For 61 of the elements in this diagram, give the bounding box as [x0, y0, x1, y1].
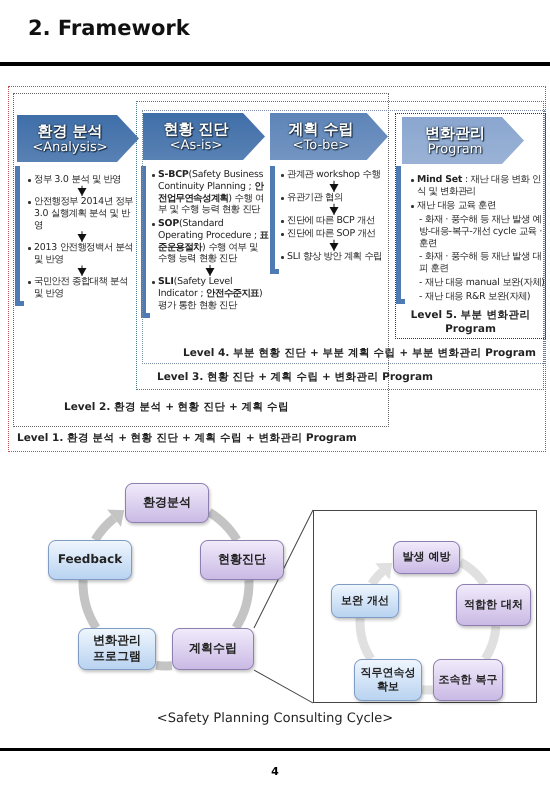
bullet-item: 재난 대응 교육 훈련 — [410, 200, 546, 212]
bullet-item: S-BCP(Safety Business Continuity Planning ; 안전업무연속성계획) 수행 여부 및 수행 능력 현황 진단 — [151, 169, 269, 216]
level-label: Level 1. 환경 분석 + 현황 진단 + 계획 수립 + 변화관리 Program — [17, 431, 357, 445]
bullet-item: 정부 3.0 분석 및 반영 — [27, 174, 137, 186]
bullet-item: SLI 향상 방안 계획 수립 — [280, 251, 388, 263]
zoom-line — [254, 670, 314, 704]
cycle-step-box: 발생 예방 — [393, 541, 460, 574]
bullet-item: - 재난 대응 R&R 보완(자체) — [410, 291, 546, 303]
bullet-item: 국민안전 종합대책 분석 및 반영 — [27, 276, 137, 300]
bullet-item: SLI(Safety Level Indicator ; 안전수준지표) 평가 통한 현황 진단 — [151, 276, 269, 312]
down-arrow — [78, 185, 86, 196]
bullet-item: 진단에 따른 SOP 개선 — [280, 228, 388, 240]
level-label: Level 4. 부분 현황 진단 + 부분 계획 수립 + 부분 변화관리 Program — [183, 346, 536, 360]
cycle-step-box: Feedback — [48, 540, 132, 580]
cycle-arc — [422, 685, 434, 694]
down-arrow — [330, 180, 338, 192]
level-label: Level 2. 환경 분석 + 현황 진단 + 계획 수립 — [64, 400, 290, 414]
level-label: Level 5. 부분 변화관리 Program — [410, 308, 532, 336]
cycle-step-box: 현황진단 — [200, 540, 284, 580]
cycle-step-box: 환경분석 — [125, 483, 209, 523]
cycle-arc — [206, 508, 241, 542]
bullet-item: 진단에 따른 BCP 개선 — [280, 215, 388, 227]
bullet-item: 2013 안전행정백서 분석 및 반영 — [27, 242, 137, 266]
cycle-arrow — [368, 562, 392, 587]
page-title: 2. Framework — [28, 16, 190, 40]
down-arrow — [78, 230, 86, 242]
down-arrow — [330, 203, 338, 216]
page-number: 4 — [270, 765, 280, 778]
cycle-arc — [458, 558, 488, 587]
bullet-item: 관계관 workshop 수행 — [280, 169, 388, 181]
down-arrow — [330, 239, 338, 252]
bullet-item: Mind Set : 재난 대응 변화 인식 및 변화관리 — [410, 174, 546, 198]
cycle-arc — [481, 626, 500, 662]
cycle-arc — [356, 618, 375, 662]
bullet-item: SOP(Standard Operating Procedure ; 표준운용절차) 수행 여부 및 수행 능력 현황 진단 — [151, 218, 269, 265]
cycle-arc — [232, 580, 254, 630]
cycle-step-box: 조속한 복구 — [433, 659, 503, 701]
dotted-level-frame — [395, 113, 546, 339]
chevron-header: 계획 수립 <To-be> — [270, 113, 388, 160]
cycle-step-box: 적합한 대처 — [456, 584, 531, 626]
cycle-step-box: 계획수립 — [172, 628, 254, 670]
bullet-item: - 화재 · 풍수해 등 재난 발생 대피 훈련 — [410, 251, 546, 274]
down-arrow — [206, 264, 214, 276]
down-arrow — [78, 265, 86, 276]
chevron-header: 변화관리 Program — [402, 117, 524, 164]
cycle-step-box: 직무연속성 확보 — [354, 659, 422, 701]
cycle-step-box: 변화관리 프로그램 — [78, 628, 156, 670]
figure-caption: <Safety Planning Consulting Cycle> — [156, 711, 394, 726]
cycle-arc — [156, 660, 172, 670]
bullet-item: - 화재 · 풍수해 등 재난 발생 예방-대응-복구-개선 cycle 교육 · 훈련 — [410, 214, 546, 250]
cycle-arc — [78, 580, 100, 630]
cycle-arrow — [91, 510, 124, 542]
level-label: Level 3. 현황 진단 + 계획 수립 + 변화관리 Program — [157, 370, 433, 384]
chevron-header: 환경 분석 <Analysis> — [17, 115, 139, 162]
chevron-header: 현황 진단 <As-is> — [143, 113, 265, 160]
cycle-step-box: 보완 개선 — [331, 584, 399, 618]
bullet-item: 유관기관 협의 — [280, 192, 388, 204]
inset-frame — [313, 510, 537, 703]
zoom-line — [254, 510, 314, 628]
bullet-item: 안전행정부 2014년 정부3.0 실행계획 분석 및 반영 — [27, 196, 137, 232]
bullet-item: - 재난 대응 manual 보완(자체) — [410, 277, 546, 289]
